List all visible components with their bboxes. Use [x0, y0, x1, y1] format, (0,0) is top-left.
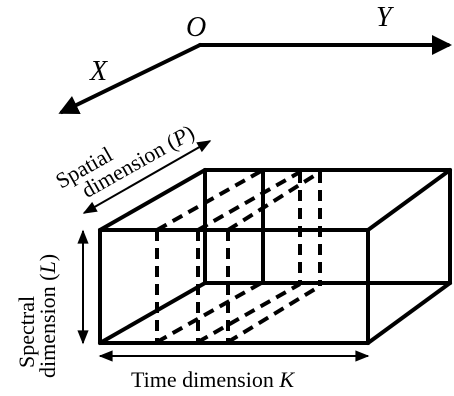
- dimension-arrows: [77, 140, 370, 362]
- y-axis-label: Y: [376, 2, 395, 33]
- data-cube: [98, 168, 452, 345]
- x-axis-label: X: [89, 56, 108, 87]
- time-dimension-label: Time dimension K: [131, 367, 295, 392]
- spectral-slices: [155, 168, 322, 344]
- svg-text:dimension (L): dimension (L): [35, 254, 60, 378]
- svg-text:Spectral: Spectral: [14, 296, 39, 368]
- origin-label: O: [186, 12, 206, 43]
- coordinate-axes: O Y X: [58, 2, 452, 115]
- x-axis-arrow: [58, 43, 202, 115]
- spatial-dimension-arrow: [82, 140, 212, 214]
- spectral-dimension-label: Spectral dimension (L): [14, 254, 60, 378]
- spatial-dimension-label: Spatial dimension (P): [51, 119, 198, 202]
